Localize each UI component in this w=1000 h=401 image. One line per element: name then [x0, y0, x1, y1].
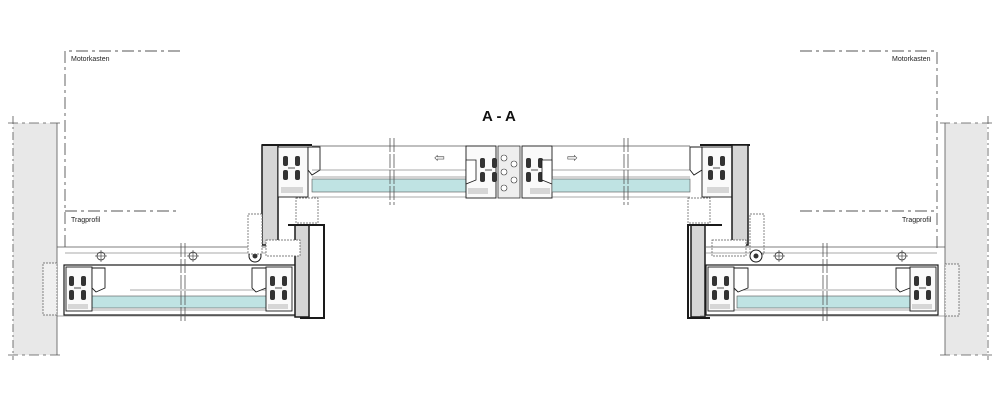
arrow-left-icon: ⇦ — [434, 150, 445, 165]
screw-icon — [186, 249, 200, 263]
motor-box-label-left: Motorkasten — [71, 56, 110, 63]
motor-box-outline-right — [800, 50, 938, 250]
support-profile-label-right: Tragprofil — [902, 217, 932, 224]
screw-icon — [94, 249, 108, 263]
right-lower-frame — [700, 243, 945, 322]
left-upper-leaf — [277, 138, 468, 224]
motor-box-outline-left — [64, 50, 180, 250]
right-corner-column — [687, 144, 765, 319]
screw-icon — [895, 249, 909, 263]
left-wall — [8, 116, 62, 360]
support-profile-label-left: Tragprofil — [71, 217, 101, 224]
screw-icon — [772, 249, 786, 263]
motor-box-label-right: Motorkasten — [892, 56, 931, 63]
center-meeting-profiles — [465, 145, 553, 199]
left-lower-frame — [57, 243, 310, 322]
left-corner-column — [247, 144, 325, 319]
arrow-right-icon: ⇨ — [567, 150, 578, 165]
right-wall — [940, 116, 994, 360]
right-upper-leaf — [551, 138, 733, 224]
section-title: A - A — [482, 108, 516, 125]
